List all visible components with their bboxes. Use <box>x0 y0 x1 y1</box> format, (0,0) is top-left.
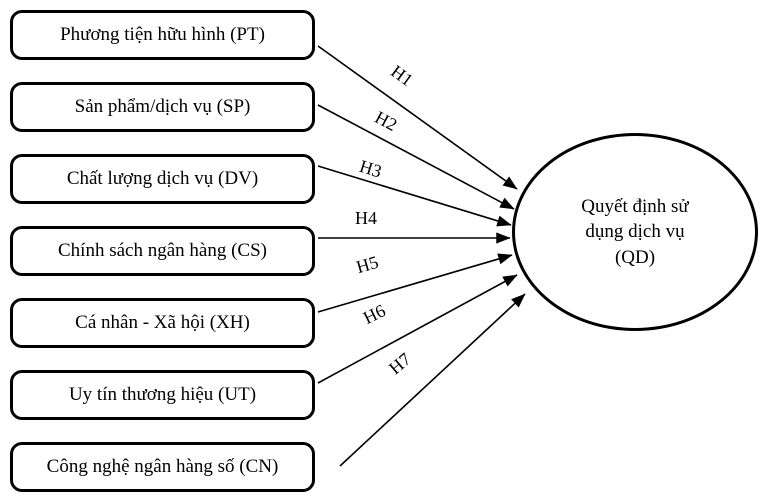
arrow-h2[interactable] <box>317 104 515 210</box>
hypothesis-arrows <box>317 45 526 467</box>
arrow-h3[interactable] <box>317 165 512 227</box>
construct-box-cs[interactable]: Chính sách ngân hàng (CS) <box>10 226 315 276</box>
construct-label-dv: Chất lượng dịch vụ (DV) <box>66 167 259 189</box>
construct-label-cs: Chính sách ngân hàng (CS) <box>58 239 267 261</box>
arrow-h5[interactable] <box>317 253 513 313</box>
construct-label-xh: Cá nhân - Xã hội (XH) <box>75 311 250 333</box>
construct-box-xh[interactable]: Cá nhân - Xã hội (XH) <box>10 298 315 348</box>
hypothesis-label-h4: H4 <box>355 208 377 228</box>
construct-box-sp[interactable]: Sản phẩm/dịch vụ (SP) <box>10 82 315 132</box>
construct-box-cn[interactable]: Công nghệ ngân hàng số (CN) <box>10 442 315 492</box>
construct-box-pt[interactable]: Phương tiện hữu hình (PT) <box>10 10 315 60</box>
construct-label-ut: Uy tín thương hiệu (UT) <box>68 383 257 405</box>
construct-label-sp: Sản phẩm/dịch vụ (SP) <box>74 95 251 117</box>
construct-label-cn: Công nghệ ngân hàng số (CN) <box>46 455 279 477</box>
arrow-h7[interactable] <box>339 293 526 467</box>
outcome-label-line-3: (QD) <box>614 246 656 268</box>
construct-box-ut[interactable]: Uy tín thương hiệu (UT) <box>10 370 315 420</box>
outcome-label-line-2: dụng dịch vụ <box>585 221 685 243</box>
outcome-label-line-1: Quyết định sử <box>581 196 689 218</box>
construct-box-dv[interactable]: Chất lượng dịch vụ (DV) <box>10 154 315 204</box>
construct-label-pt: Phương tiện hữu hình (PT) <box>60 23 265 45</box>
arrow-h1[interactable] <box>317 45 518 190</box>
outcome-label-qd: Quyết định sử dụng dịch vụ (QD) <box>581 194 688 269</box>
outcome-ellipse-qd[interactable]: Quyết định sử dụng dịch vụ (QD) <box>512 133 758 331</box>
arrow-h6[interactable] <box>317 274 518 384</box>
